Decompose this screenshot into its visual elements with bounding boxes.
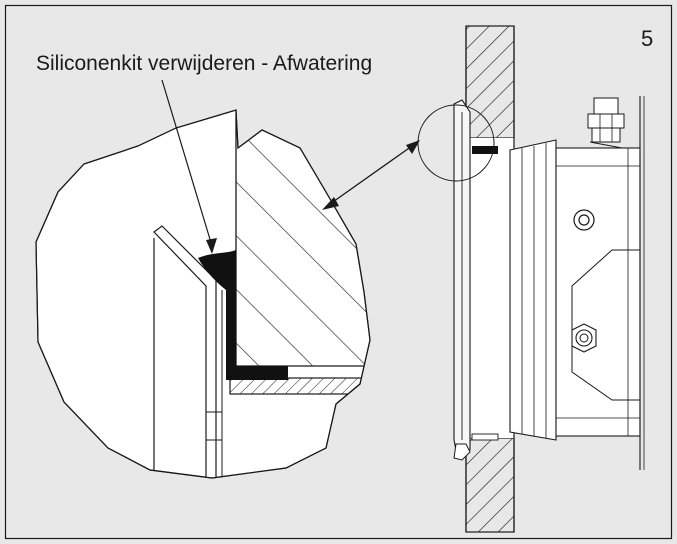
drain-gap [228,366,288,376]
magnifier-circle [417,104,495,182]
leader-arrowhead [206,238,217,254]
wall-upper [465,25,515,139]
figure-frame [4,4,673,540]
sealant-bead [198,250,288,380]
side-view [417,25,645,533]
lower-clip [453,443,471,461]
leader-line [161,79,213,247]
cable-gland [587,97,625,149]
detail-view [35,109,371,479]
sealant-mark [472,146,498,154]
housing [509,96,645,470]
screw-upper [573,209,595,231]
callout-label: Siliconenkit verwijderen - Afwatering [36,52,372,75]
wall-lower [465,437,515,533]
step-number: 5 [641,26,653,51]
bottom-plate [229,377,370,395]
link-arrow [322,140,420,210]
screw-lower [571,323,597,353]
